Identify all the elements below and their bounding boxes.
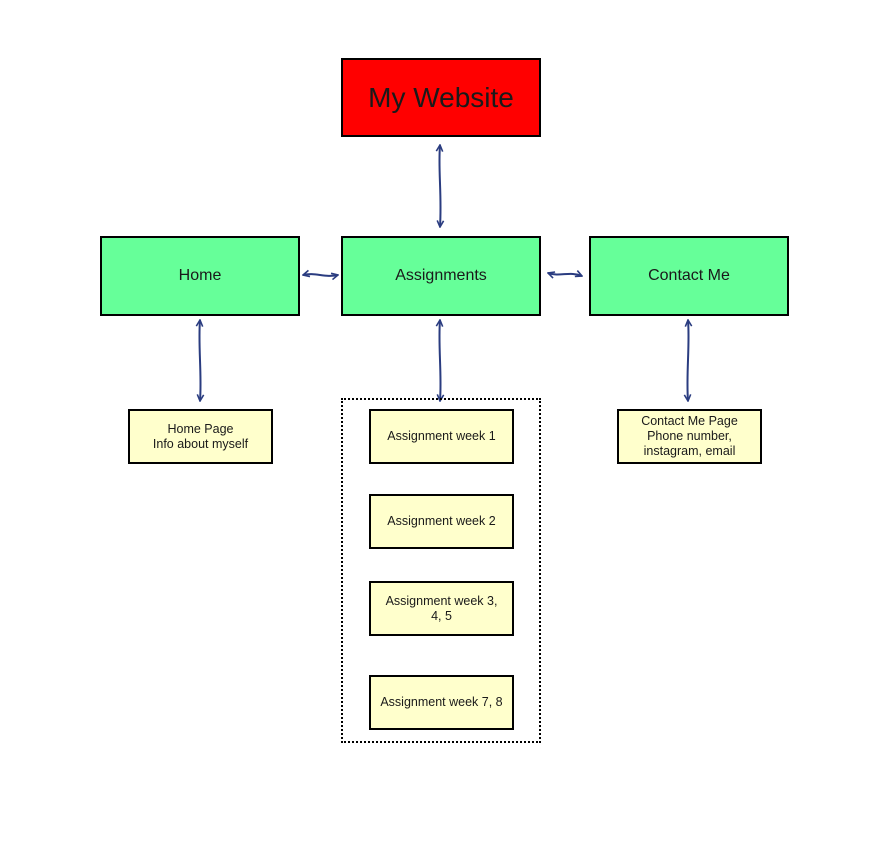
assignment-week-1-box: Assignment week 1: [369, 409, 514, 464]
arrow-title-assignments: [439, 145, 440, 227]
assignment-week-7-8-label: Assignment week 7, 8: [380, 695, 503, 709]
arrow-contact-note: [687, 320, 688, 401]
assignment-week-1-label: Assignment week 1: [387, 429, 496, 443]
assignments-label: Assignments: [395, 267, 487, 284]
assignment-week-2-box: Assignment week 2: [369, 494, 514, 549]
home-box: Home: [100, 236, 300, 316]
arrow-assignments-contact: [548, 273, 582, 276]
arrow-assignments-list: [439, 320, 440, 401]
contact-note-text: Contact Me Page Phone number, instagram,…: [641, 414, 738, 458]
home-label: Home: [178, 267, 222, 284]
title-box: My Website: [341, 58, 541, 137]
home-note-box: Home Page Info about myself: [128, 409, 273, 464]
assignment-week-3-5-label: Assignment week 3, 4, 5: [385, 593, 498, 623]
contact-label: Contact Me: [648, 267, 730, 284]
assignment-week-2-label: Assignment week 2: [387, 514, 496, 528]
contact-note-box: Contact Me Page Phone number, instagram,…: [617, 409, 762, 464]
title-label: My Website: [368, 81, 514, 113]
assignment-week-3-5-box: Assignment week 3, 4, 5: [369, 581, 514, 636]
assignments-box: Assignments: [341, 236, 541, 316]
assignment-week-7-8-box: Assignment week 7, 8: [369, 675, 514, 730]
arrow-home-assignments: [303, 274, 338, 276]
home-note-text: Home Page Info about myself: [152, 421, 249, 451]
arrow-home-note: [199, 320, 200, 401]
contact-box: Contact Me: [589, 236, 789, 316]
assignments-group-frame: [341, 398, 541, 743]
